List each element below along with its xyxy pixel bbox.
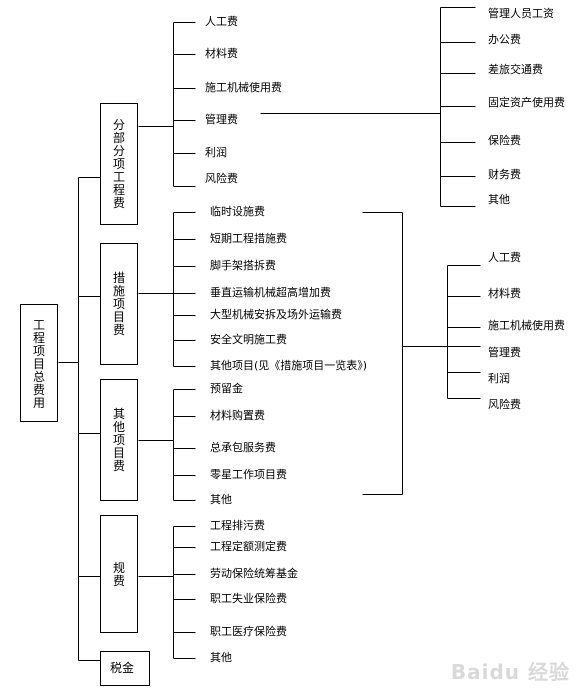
item-fenbu-5: 风险费 [205, 172, 238, 185]
mgmt-item-1: 办公费 [488, 33, 521, 46]
baidu-watermark: Baidu 经验 [450, 660, 570, 684]
item-qita-2: 总承包服务费 [210, 441, 276, 454]
mgmt-item-4: 保险费 [488, 134, 521, 147]
item-guifei-3: 职工失业保险费 [210, 592, 287, 605]
category-label-qita: 其他项目费 [112, 407, 125, 473]
item-guifei-0: 工程排污费 [210, 519, 265, 532]
category-box-fenbu: 分部分项工程费 [100, 103, 138, 225]
item-cuoshi-1: 短期工程措施费 [210, 232, 287, 245]
item-fenbu-4: 利润 [205, 146, 227, 159]
mgmt-item-2: 差旅交通费 [488, 63, 543, 76]
shared-item-5: 风险费 [488, 398, 521, 411]
root-label: 工程项目总费用 [32, 318, 45, 410]
category-box-cuoshi: 措施项目费 [100, 243, 138, 365]
mgmt-item-6: 其他 [488, 193, 510, 206]
shared-item-0: 人工费 [488, 251, 521, 264]
category-label-fenbu: 分部分项工程费 [112, 118, 125, 210]
mgmt-item-3: 固定资产使用费 [488, 96, 565, 109]
item-fenbu-0: 人工费 [205, 15, 238, 28]
item-qita-1: 材料购置费 [210, 409, 265, 422]
shared-item-4: 利润 [488, 372, 510, 385]
item-qita-4: 其他 [210, 493, 232, 506]
shared-item-3: 管理费 [488, 346, 521, 359]
item-fenbu-3: 管理费 [205, 113, 238, 126]
item-fenbu-2: 施工机械使用费 [205, 81, 282, 94]
shared-item-2: 施工机械使用费 [488, 319, 565, 332]
item-cuoshi-2: 脚手架搭拆费 [210, 259, 276, 272]
shared-item-1: 材料费 [488, 287, 521, 300]
category-label-guifei: 规费 [112, 561, 125, 588]
category-box-qita: 其他项目费 [100, 379, 138, 501]
item-qita-0: 预留金 [210, 382, 243, 395]
item-guifei-1: 工程定额测定费 [210, 540, 287, 553]
mgmt-item-0: 管理人员工资 [488, 7, 554, 20]
item-fenbu-1: 材料费 [205, 47, 238, 60]
item-cuoshi-3: 垂直运输机械超高增加费 [210, 286, 331, 299]
item-qita-3: 零星工作项目费 [210, 468, 287, 481]
category-label-cuoshi: 措施项目费 [112, 271, 125, 337]
item-cuoshi-0: 临时设施费 [210, 205, 265, 218]
item-cuoshi-5: 安全文明施工费 [210, 333, 287, 346]
item-cuoshi-6: 其他项目(见《措施项目一览表》) [210, 359, 368, 372]
item-cuoshi-4: 大型机械安拆及场外运输费 [210, 308, 342, 321]
category-box-shuijin: 税金 [100, 651, 150, 686]
item-guifei-5: 其他 [210, 651, 232, 664]
root-box: 工程项目总费用 [20, 304, 58, 422]
mgmt-item-5: 财务费 [488, 168, 521, 181]
category-box-guifei: 规费 [100, 515, 138, 633]
item-guifei-4: 职工医疗保险费 [210, 625, 287, 638]
item-guifei-2: 劳动保险统筹基金 [210, 567, 298, 580]
category-label-shuijin: 税金 [110, 661, 135, 675]
